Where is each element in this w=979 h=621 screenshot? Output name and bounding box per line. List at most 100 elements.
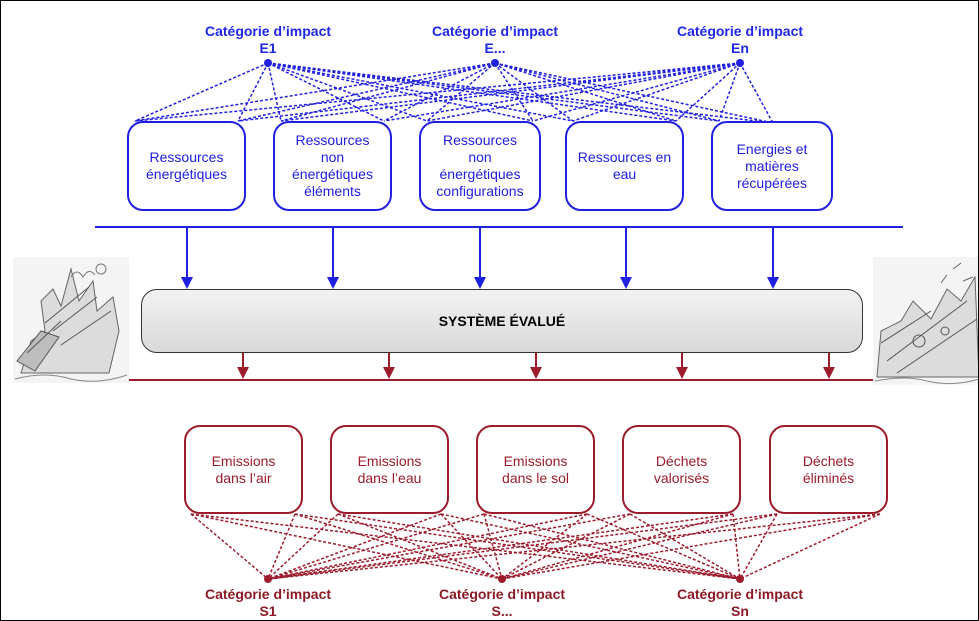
- top-impact-link: [267, 62, 677, 122]
- top-impact-link: [134, 62, 496, 122]
- top-impact-link: [532, 62, 741, 122]
- input-arrow-head: [620, 277, 632, 289]
- bottom-impact-category-s1: Catégorie d’impact S1: [168, 586, 368, 620]
- output-arrow-head: [237, 367, 249, 379]
- top-impact-link: [267, 62, 385, 122]
- bottom-impact-category-id: Sn: [731, 603, 749, 619]
- output-arrow-head: [676, 367, 688, 379]
- output-arrow-head: [383, 367, 395, 379]
- input-arrow-head: [181, 277, 193, 289]
- bottom-impact-category-label: Catégorie d’impact: [676, 586, 804, 602]
- bottom-impact-link: [190, 513, 269, 580]
- output-soil-emissions: Emissions dans le sol: [476, 425, 595, 514]
- top-impact-link: [718, 62, 741, 122]
- bottom-impact-link: [267, 513, 588, 580]
- input-arrow-head: [327, 277, 339, 289]
- top-impact-links: [134, 59, 774, 124]
- impact-node-marker: [264, 59, 272, 67]
- top-impact-link: [267, 62, 428, 122]
- output-air-emissions: Emissions dans l’air: [184, 425, 303, 514]
- bottom-impact-link: [190, 513, 741, 580]
- input-water-resources: Ressources en eau: [565, 121, 684, 211]
- top-impact-link: [494, 62, 720, 122]
- top-impact-link: [267, 62, 534, 122]
- evaluated-system-label: SYSTÈME ÉVALUÉ: [438, 313, 566, 329]
- bottom-impact-link: [294, 513, 503, 580]
- top-impact-link: [572, 62, 741, 122]
- bottom-impact-link: [267, 513, 881, 580]
- top-impact-category-id: En: [731, 40, 749, 56]
- bottom-impact-link: [501, 513, 588, 580]
- bottom-impact-category-s: Catégorie d’impact S...: [402, 586, 602, 620]
- top-impact-link: [237, 62, 269, 122]
- top-impact-category-e1: Catégorie d’impact E1: [168, 23, 368, 57]
- input-arrow-head: [767, 277, 779, 289]
- top-impact-link: [426, 62, 741, 122]
- top-impact-link: [237, 62, 741, 122]
- bottom-impact-link: [267, 513, 485, 580]
- bottom-impact-links: [190, 513, 881, 583]
- output-arrow-head: [530, 367, 542, 379]
- bottom-impact-category-id: S...: [491, 603, 513, 619]
- impact-node-marker: [736, 575, 744, 583]
- bottom-impact-link: [739, 513, 778, 580]
- bottom-impact-link: [337, 513, 503, 580]
- top-impact-link: [280, 62, 741, 122]
- bottom-impact-category-label: Catégorie d’impact: [204, 586, 332, 602]
- top-impact-link: [134, 62, 269, 122]
- bottom-impact-link: [483, 513, 503, 580]
- impact-node-marker: [491, 59, 499, 67]
- bottom-impact-link: [337, 513, 741, 580]
- flow-arrows: [95, 226, 903, 381]
- bottom-impact-link: [267, 513, 734, 580]
- top-impact-category-id: E1: [259, 40, 277, 56]
- bottom-impact-link: [267, 513, 339, 580]
- bottom-impact-link: [586, 513, 741, 580]
- input-recovered-energy-materials: Energies et matières récupérées: [711, 121, 833, 211]
- top-impact-category-e: Catégorie d’impact E...: [395, 23, 595, 57]
- bottom-impact-link: [629, 513, 741, 580]
- top-impact-link: [494, 62, 574, 122]
- bottom-impact-link: [501, 513, 881, 580]
- top-impact-category-id: E...: [484, 40, 506, 56]
- evaluated-system: SYSTÈME ÉVALUÉ: [141, 289, 863, 353]
- output-recovered-waste: Déchets valorisés: [622, 425, 741, 514]
- top-impact-link: [267, 62, 574, 122]
- top-impact-link: [237, 62, 496, 122]
- top-impact-link: [134, 62, 741, 122]
- input-energy-resources: Ressources énergétiques: [127, 121, 246, 211]
- top-impact-link: [675, 62, 741, 122]
- bottom-impact-link: [739, 513, 881, 580]
- impact-node-marker: [498, 575, 506, 583]
- top-impact-link: [739, 62, 774, 124]
- output-water-emissions: Emissions dans l’eau: [330, 425, 449, 514]
- top-impact-category-label: Catégorie d’impact: [204, 23, 332, 39]
- top-impact-category-label: Catégorie d’impact: [431, 23, 559, 39]
- input-non-energy-elements: Ressources non énergétiques éléments: [273, 121, 392, 211]
- bottom-impact-category-id: S1: [259, 603, 277, 619]
- bottom-impact-link: [501, 513, 778, 580]
- impact-node-marker: [736, 59, 744, 67]
- top-impact-category-en: Catégorie d’impact En: [640, 23, 840, 57]
- bottom-impact-category-label: Catégorie d’impact: [438, 586, 566, 602]
- bottom-impact-link: [267, 513, 631, 580]
- bottom-impact-link: [483, 513, 741, 580]
- bottom-impact-link: [440, 513, 741, 580]
- industrial-site-sketch: [13, 257, 129, 383]
- bottom-impact-link: [501, 513, 631, 580]
- top-impact-link: [280, 62, 496, 122]
- top-impact-link: [494, 62, 534, 122]
- bottom-impact-link: [732, 513, 741, 580]
- output-eliminated-waste: Déchets éliminés: [769, 425, 888, 514]
- bottom-impact-category-sn: Catégorie d’impact Sn: [640, 586, 840, 620]
- top-impact-link: [383, 62, 741, 122]
- input-non-energy-configurations: Ressources non énergétiques configuratio…: [419, 121, 541, 211]
- waste-site-sketch: [873, 257, 978, 385]
- impact-node-marker: [264, 575, 272, 583]
- top-impact-link: [267, 62, 774, 124]
- bottom-impact-link: [190, 513, 503, 580]
- bottom-impact-link: [267, 513, 296, 580]
- top-impact-category-label: Catégorie d’impact: [676, 23, 804, 39]
